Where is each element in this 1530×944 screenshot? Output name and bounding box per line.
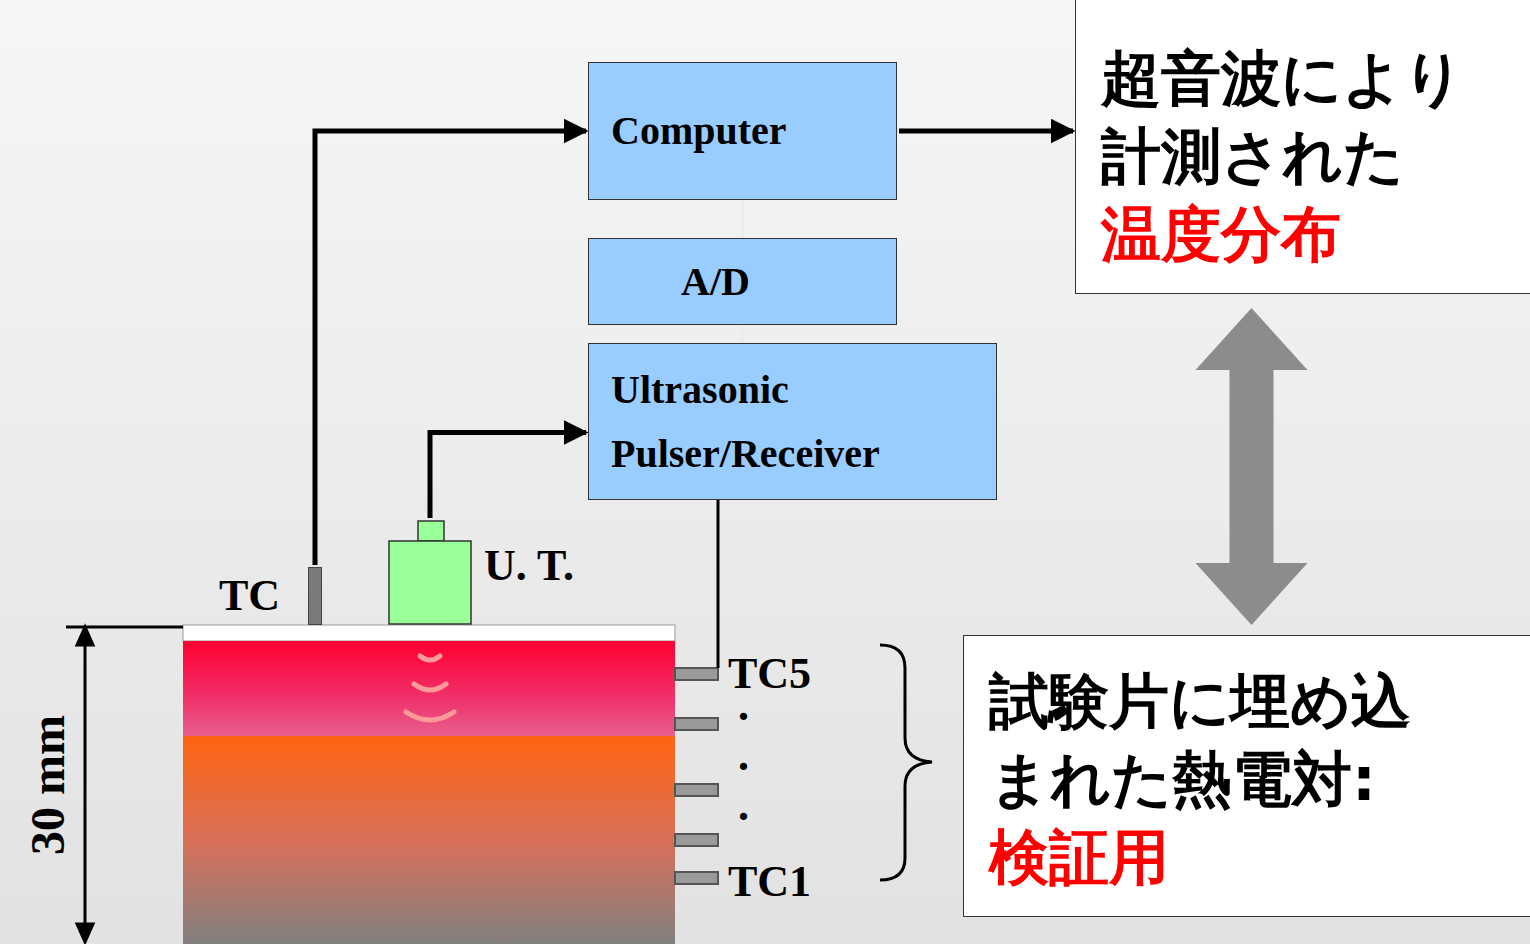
link-line bbox=[741, 200, 744, 238]
node-label: TC bbox=[219, 572, 280, 620]
node-label: Computer bbox=[611, 99, 874, 162]
bracket bbox=[880, 645, 932, 880]
connector-group bbox=[742, 325, 743, 343]
verification-callout: 試験片に埋め込まれた熱電対:検証用 bbox=[963, 635, 1530, 917]
arrow-head bbox=[1196, 308, 1308, 370]
connector-group bbox=[1196, 308, 1308, 625]
transducer-shape bbox=[388, 520, 472, 625]
ellipsis-dot: . bbox=[738, 782, 749, 830]
thermocouple-probe: TC bbox=[308, 567, 322, 625]
connector-group bbox=[430, 432, 586, 518]
ultrasonic-wave bbox=[406, 656, 454, 720]
pulser-receiver-box: Ultrasonic Pulser/Receiver bbox=[588, 343, 997, 500]
node-label: U. T. bbox=[484, 542, 574, 590]
connector-group bbox=[899, 131, 1073, 132]
connector-group bbox=[315, 131, 586, 565]
callout-text: 試験片に埋め込まれた熱電対: bbox=[989, 662, 1427, 818]
link-line bbox=[741, 325, 744, 343]
arrow-head bbox=[1196, 563, 1308, 625]
signal-arrow bbox=[315, 131, 586, 565]
dimension-line bbox=[66, 627, 183, 942]
dimension-label: 30 mm bbox=[22, 715, 75, 855]
callout-emphasis: 検証用 bbox=[989, 818, 1427, 896]
ellipsis-dot: . bbox=[738, 732, 749, 780]
signal-arrow bbox=[899, 129, 1073, 134]
callout-text: 超音波により計測された bbox=[1101, 39, 1479, 195]
embedded-thermocouple bbox=[675, 668, 718, 884]
computer-box: Computer bbox=[588, 62, 897, 200]
signal-wire bbox=[717, 500, 720, 668]
callout-emphasis: 温度分布 bbox=[1101, 195, 1479, 273]
node-label: A/D bbox=[681, 250, 874, 313]
double-arrow bbox=[1230, 368, 1274, 565]
result-callout: 超音波により計測された温度分布 bbox=[1075, 0, 1530, 294]
signal-arrow bbox=[430, 432, 586, 518]
thermocouple-id: TC1 bbox=[728, 858, 811, 906]
connector-group bbox=[742, 200, 743, 238]
ellipsis-dot: . bbox=[738, 682, 749, 730]
node-label: Ultrasonic Pulser/Receiver bbox=[611, 358, 974, 484]
converter-box: A/D bbox=[588, 238, 897, 325]
ultrasonic-transducer: U. T. bbox=[388, 520, 472, 625]
specimen bbox=[183, 625, 675, 944]
